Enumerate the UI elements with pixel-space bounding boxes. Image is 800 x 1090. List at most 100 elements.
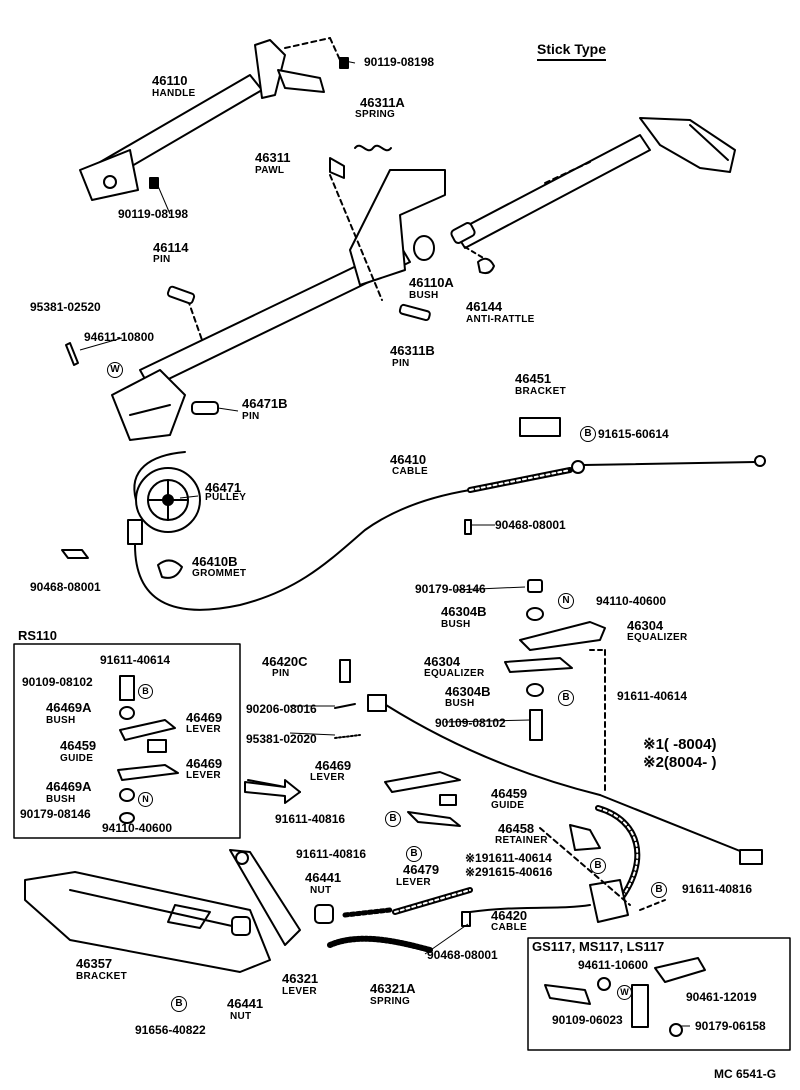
part-name-bush-a: BUSH xyxy=(441,619,471,630)
part-number-46471B: 46471B xyxy=(242,396,288,411)
leader-lines xyxy=(79,59,690,1027)
part-name-anti-rattle: ANTI-RATTLE xyxy=(466,314,535,325)
part-name-grommet: GROMMET xyxy=(192,568,247,579)
fastener-91611-40614-c: ※191611-40614 xyxy=(465,851,552,865)
fastener-91656-40822: 91656-40822 xyxy=(135,1023,206,1037)
part-name-lever-e: LEVER xyxy=(282,986,317,997)
fastener-90119-08198-top: 90119-08198 xyxy=(364,55,435,69)
fastener-91615-60614: 91615-60614 xyxy=(598,427,669,441)
part-number-46321A: 46321A xyxy=(370,981,416,996)
part-name-lever-b: LEVER xyxy=(186,770,221,781)
rs110-inset-parts xyxy=(117,675,179,824)
direction-arrow xyxy=(244,779,301,804)
fastener-91611-40614-a: 91611-40614 xyxy=(617,689,688,703)
fastener-95381-02020: 95381-02020 xyxy=(246,732,317,746)
fastener-91611-40816-b: 91611-40816 xyxy=(296,847,367,861)
part-name-lever-d: LEVER xyxy=(396,877,431,888)
part-number-46469-c: 46469 xyxy=(315,758,352,773)
part-number-46304-b: 46304 xyxy=(424,654,461,669)
n-marker-1: N xyxy=(558,593,574,609)
legend-line-1: ※1( -8004) xyxy=(643,736,717,753)
part-number-46479: 46479 xyxy=(403,862,440,877)
pulley-assembly xyxy=(127,451,201,579)
fastener-90468-08001-a: 90468-08001 xyxy=(495,518,566,532)
b-marker-1: B xyxy=(580,426,596,442)
part-number-46469-a: 46469 xyxy=(186,710,223,725)
part-name-spring-b: SPRING xyxy=(370,996,411,1007)
fastener-91611-40816-c: 91611-40816 xyxy=(682,882,753,896)
part-number-46469-b: 46469 xyxy=(186,756,223,771)
rs110-inset-frame xyxy=(13,643,241,839)
part-name-cable-b: CABLE xyxy=(491,922,527,933)
footer-code: MC 6541-G xyxy=(714,1067,777,1081)
fastener-91611-40816-a: 91611-40816 xyxy=(275,812,346,826)
b-marker-5: B xyxy=(590,858,606,874)
part-number-46110A: 46110A xyxy=(409,275,454,290)
fastener-91615-40616: ※291615-40616 xyxy=(465,865,553,879)
part-name-handle: HANDLE xyxy=(152,88,196,99)
fastener-90179-08146-b: 90179-08146 xyxy=(20,807,91,821)
fastener-90109-06023: 90109-06023 xyxy=(552,1013,623,1027)
part-number-46451: 46451 xyxy=(515,371,552,386)
lever-handle-assembly xyxy=(79,37,341,201)
part-number-46469A-b: 46469A xyxy=(46,779,92,794)
part-name-pulley: PULLEY xyxy=(205,492,247,503)
fastener-94110-40600-b: 94110-40600 xyxy=(102,821,173,835)
part-number-46410B: 46410B xyxy=(192,554,238,569)
lower-bracket-assembly xyxy=(24,849,471,973)
part-name-spring: SPRING xyxy=(355,109,396,120)
fastener-94110-40600-a: 94110-40600 xyxy=(596,594,667,608)
part-number-46311A: 46311A xyxy=(360,95,405,110)
part-number-46110: 46110 xyxy=(152,73,188,88)
part-number-46144: 46144 xyxy=(466,299,503,314)
part-name-pin-d: PIN xyxy=(272,668,290,679)
part-name-lever-c: LEVER xyxy=(310,772,345,783)
part-name-nut-b: NUT xyxy=(230,1011,252,1022)
part-number-46304-a: 46304 xyxy=(627,618,664,633)
equalizer-stack xyxy=(504,579,606,791)
part-number-46458: 46458 xyxy=(498,821,535,836)
part-number-46441-b: 46441 xyxy=(227,996,264,1011)
part-number-46321: 46321 xyxy=(282,971,319,986)
part-name-bush: BUSH xyxy=(409,290,439,301)
gs117-header: GS117, MS117, LS117 xyxy=(532,939,665,954)
fastener-90461-12019: 90461-12019 xyxy=(686,990,757,1004)
b-marker-7: B xyxy=(171,996,187,1012)
part-number-46420: 46420 xyxy=(491,908,528,923)
part-number-46304B-b: 46304B xyxy=(445,684,491,699)
small-hardware xyxy=(65,57,435,415)
part-number-46311B: 46311B xyxy=(390,343,435,358)
b-marker-3: B xyxy=(385,811,401,827)
w-marker-gs117: W xyxy=(617,985,632,1000)
diagram-title: Stick Type xyxy=(537,42,606,61)
b-marker-4: B xyxy=(406,846,422,862)
fastener-90109-08102-b: 90109-08102 xyxy=(22,675,93,689)
b-marker-2: B xyxy=(558,690,574,706)
n-marker-rs110: N xyxy=(138,792,153,807)
part-number-46420C: 46420C xyxy=(262,654,308,669)
fastener-91611-40614-b: 91611-40614 xyxy=(100,653,171,667)
part-name-pin-c: PIN xyxy=(242,411,260,422)
part-number-46311: 46311 xyxy=(255,150,291,165)
part-name-bush-c: BUSH xyxy=(46,715,76,726)
b-marker-rs110: B xyxy=(138,684,153,699)
fastener-94611-10600: 94611-10600 xyxy=(578,958,649,972)
fastener-90206-08016: 90206-08016 xyxy=(246,702,317,716)
part-name-pawl: PAWL xyxy=(255,165,285,176)
part-number-46459-b: 46459 xyxy=(491,786,528,801)
gs117-inset-frame xyxy=(527,937,791,1051)
fastener-90109-08102-a: 90109-08102 xyxy=(435,716,506,730)
fastener-90468-08001-b: 90468-08001 xyxy=(30,580,101,594)
part-name-lever-a: LEVER xyxy=(186,724,221,735)
fastener-95381-02520: 95381-02520 xyxy=(30,300,101,314)
part-name-pin: PIN xyxy=(153,254,171,265)
part-number-46441-a: 46441 xyxy=(305,870,342,885)
lever-arm xyxy=(111,169,446,441)
part-name-guide-a: GUIDE xyxy=(60,753,94,764)
b-marker-6: B xyxy=(651,882,667,898)
w-marker: W xyxy=(107,362,123,378)
fastener-90179-08146-a: 90179-08146 xyxy=(415,582,486,596)
part-name-equalizer-b: EQUALIZER xyxy=(424,668,485,679)
part-number-46469A-a: 46469A xyxy=(46,700,92,715)
